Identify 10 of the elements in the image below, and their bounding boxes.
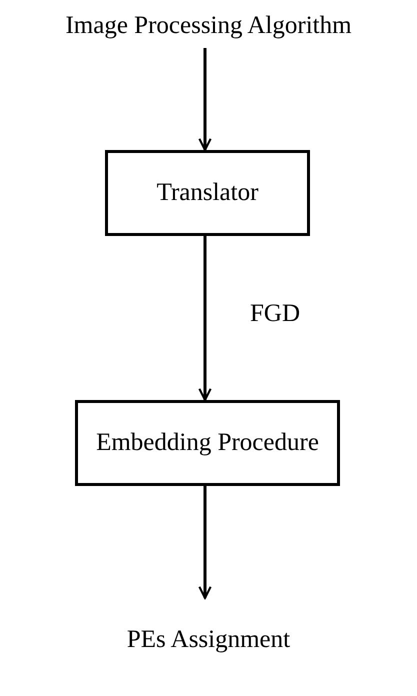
box-label: Embedding Procedure: [96, 429, 319, 457]
input-label: Image Processing Algorithm: [65, 12, 352, 40]
box-label: Translator: [156, 179, 258, 207]
output-label: PEs Assignment: [126, 626, 290, 654]
process-box: [105, 150, 310, 236]
process-box: [75, 400, 340, 486]
arrow: [198, 486, 212, 600]
edge-label: FGD: [250, 300, 300, 328]
arrow: [198, 48, 212, 152]
arrow: [198, 236, 212, 402]
